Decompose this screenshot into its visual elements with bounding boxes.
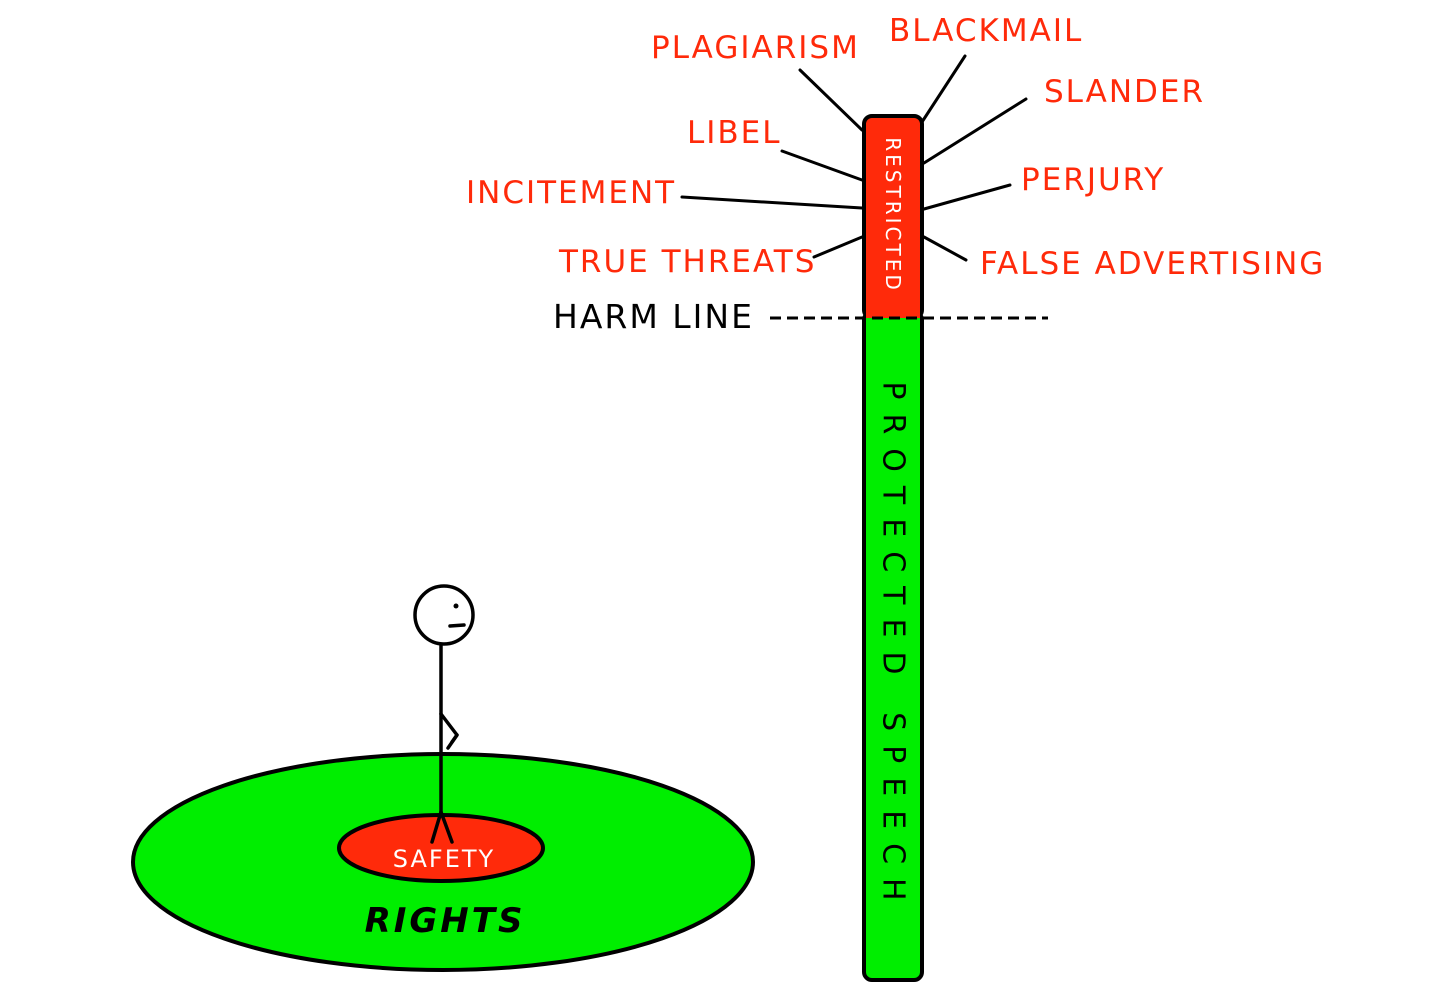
label-libel: LIBEL xyxy=(687,115,782,151)
stick-figure-arm xyxy=(439,712,459,750)
speech-pole: RESTRICTED PROTECTED SPEECH xyxy=(862,114,924,982)
safety-label: SAFETY xyxy=(393,845,495,873)
stick-figure-legs xyxy=(430,810,454,844)
label-true-threats: TRUE THREATS xyxy=(558,244,816,280)
label-plagiarism: PLAGIARISM xyxy=(651,30,860,66)
leader-lines xyxy=(680,54,1028,262)
leader-incitement xyxy=(680,195,864,210)
leader-true-threats xyxy=(812,235,864,259)
label-blackmail: BLACKMAIL xyxy=(889,13,1083,49)
rights-label: RIGHTS xyxy=(365,901,526,941)
stick-figure xyxy=(413,584,475,844)
harm-line-label: HARM LINE xyxy=(553,297,754,336)
leader-plagiarism xyxy=(798,68,864,132)
pole-joint-cover xyxy=(866,300,920,320)
rights-safety-circles: SAFETY RIGHTS xyxy=(131,752,755,972)
stick-figure-mouth xyxy=(448,623,466,628)
leader-slander xyxy=(922,97,1028,165)
leader-blackmail xyxy=(920,54,967,124)
label-perjury: PERJURY xyxy=(1021,162,1165,198)
label-slander: SLANDER xyxy=(1044,74,1205,110)
label-false-advertising: FALSE ADVERTISING xyxy=(980,246,1325,282)
stick-figure-head xyxy=(413,584,475,646)
pole-joint-cover-green xyxy=(866,318,920,330)
stick-figure-hand xyxy=(450,733,459,744)
leader-libel xyxy=(780,149,864,182)
leader-perjury xyxy=(922,183,1012,211)
label-incitement: INCITEMENT xyxy=(466,175,676,211)
stick-figure-eye xyxy=(453,603,459,609)
harm-line: HARM LINE xyxy=(553,297,1048,336)
leader-false-advertising xyxy=(922,235,968,262)
pole-protected-label: PROTECTED SPEECH xyxy=(876,381,911,914)
pole-restricted-label: RESTRICTED xyxy=(881,137,905,292)
restricted-categories: PLAGIARISM BLACKMAIL SLANDER LIBEL INCIT… xyxy=(466,13,1325,282)
